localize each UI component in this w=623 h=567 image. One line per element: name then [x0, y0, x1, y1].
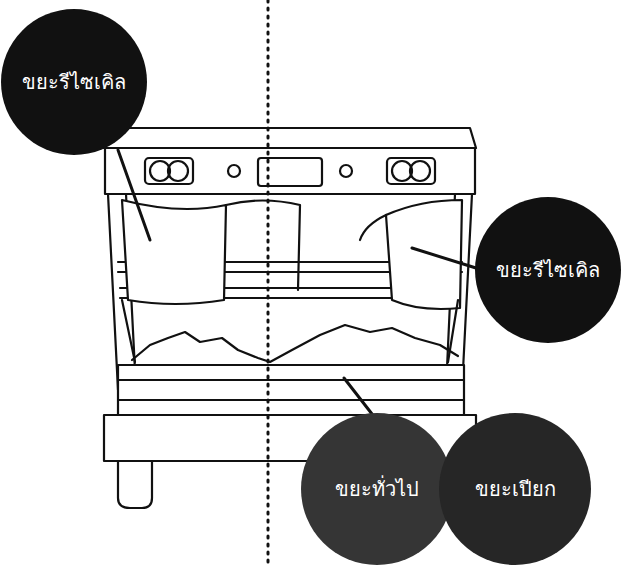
category-circle: ขยะรีไซเคิล — [475, 197, 621, 343]
category-circle: ขยะรีไซเคิล — [1, 9, 147, 155]
category-circle: ขยะทั่วไป — [301, 413, 453, 565]
category-label: ขยะรีไซเคิล — [22, 70, 126, 94]
category-circle: ขยะเปียก — [439, 413, 591, 565]
category-label: ขยะเปียก — [475, 477, 556, 501]
category-label: ขยะรีไซเคิล — [496, 258, 600, 282]
category-label: ขยะทั่วไป — [335, 477, 419, 501]
